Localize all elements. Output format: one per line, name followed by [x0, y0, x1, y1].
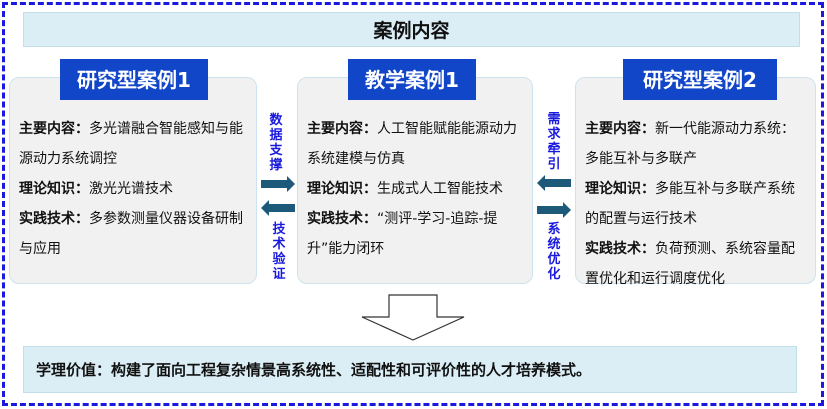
link-label-data-support: 数据支撑 — [269, 113, 283, 173]
case-item: 主要内容：人工智能赋能能源动力系统建模与仿真 — [307, 121, 517, 167]
case-item: 理论知识：多能互补与多联产系统的配置与运行技术 — [585, 181, 795, 227]
case-box-teaching-1: 教学案例1 主要内容：人工智能赋能能源动力系统建模与仿真 理论知识：生成式人工智… — [297, 59, 533, 284]
case-title: 教学案例1 — [348, 59, 476, 100]
right-arrow-icon — [537, 202, 571, 218]
down-arrow-icon — [361, 294, 465, 341]
case-item: 主要内容：多光谱融合智能感知与能源动力系统调控 — [19, 121, 243, 167]
link-label-tech-validation: 技术验证 — [272, 222, 286, 282]
header-bar: 案例内容 — [23, 12, 800, 47]
case-title: 研究型案例1 — [60, 59, 208, 100]
case-item: 实践技术：“测评-学习-追踪-提升”能力闭环 — [307, 211, 498, 257]
link-label-system-opt: 系统优化 — [547, 222, 561, 282]
case-item: 实践技术：多参数测量仪器设备研制与应用 — [19, 211, 243, 257]
case-box-research-1: 研究型案例1 主要内容：多光谱融合智能感知与能源动力系统调控 理论知识：激光光谱… — [9, 59, 257, 284]
header-title: 案例内容 — [373, 20, 450, 42]
case-title: 研究型案例2 — [623, 59, 777, 100]
case-box-research-2: 研究型案例2 主要内容：新一代能源动力系统：多能互补与多联产 理论知识：多能互补… — [575, 59, 816, 287]
case-item: 主要内容：新一代能源动力系统：多能互补与多联产 — [585, 121, 795, 167]
left-arrow-icon — [261, 200, 295, 216]
case-item: 理论知识：激光光谱技术 — [19, 181, 173, 197]
conclusion-box: 学理价值：构建了面向工程复杂情景高系统性、适配性和可评价性的人才培养模式。 — [23, 346, 797, 393]
conclusion-text: 学理价值：构建了面向工程复杂情景高系统性、适配性和可评价性的人才培养模式。 — [36, 361, 592, 379]
case-item: 理论知识：生成式人工智能技术 — [307, 181, 503, 197]
right-arrow-icon — [261, 176, 295, 192]
case-item: 实践技术：负荷预测、系统容量配置优化和运行调度优化 — [585, 241, 795, 287]
left-arrow-icon — [537, 175, 571, 191]
link-label-demand-pull: 需求牵引 — [547, 112, 561, 172]
